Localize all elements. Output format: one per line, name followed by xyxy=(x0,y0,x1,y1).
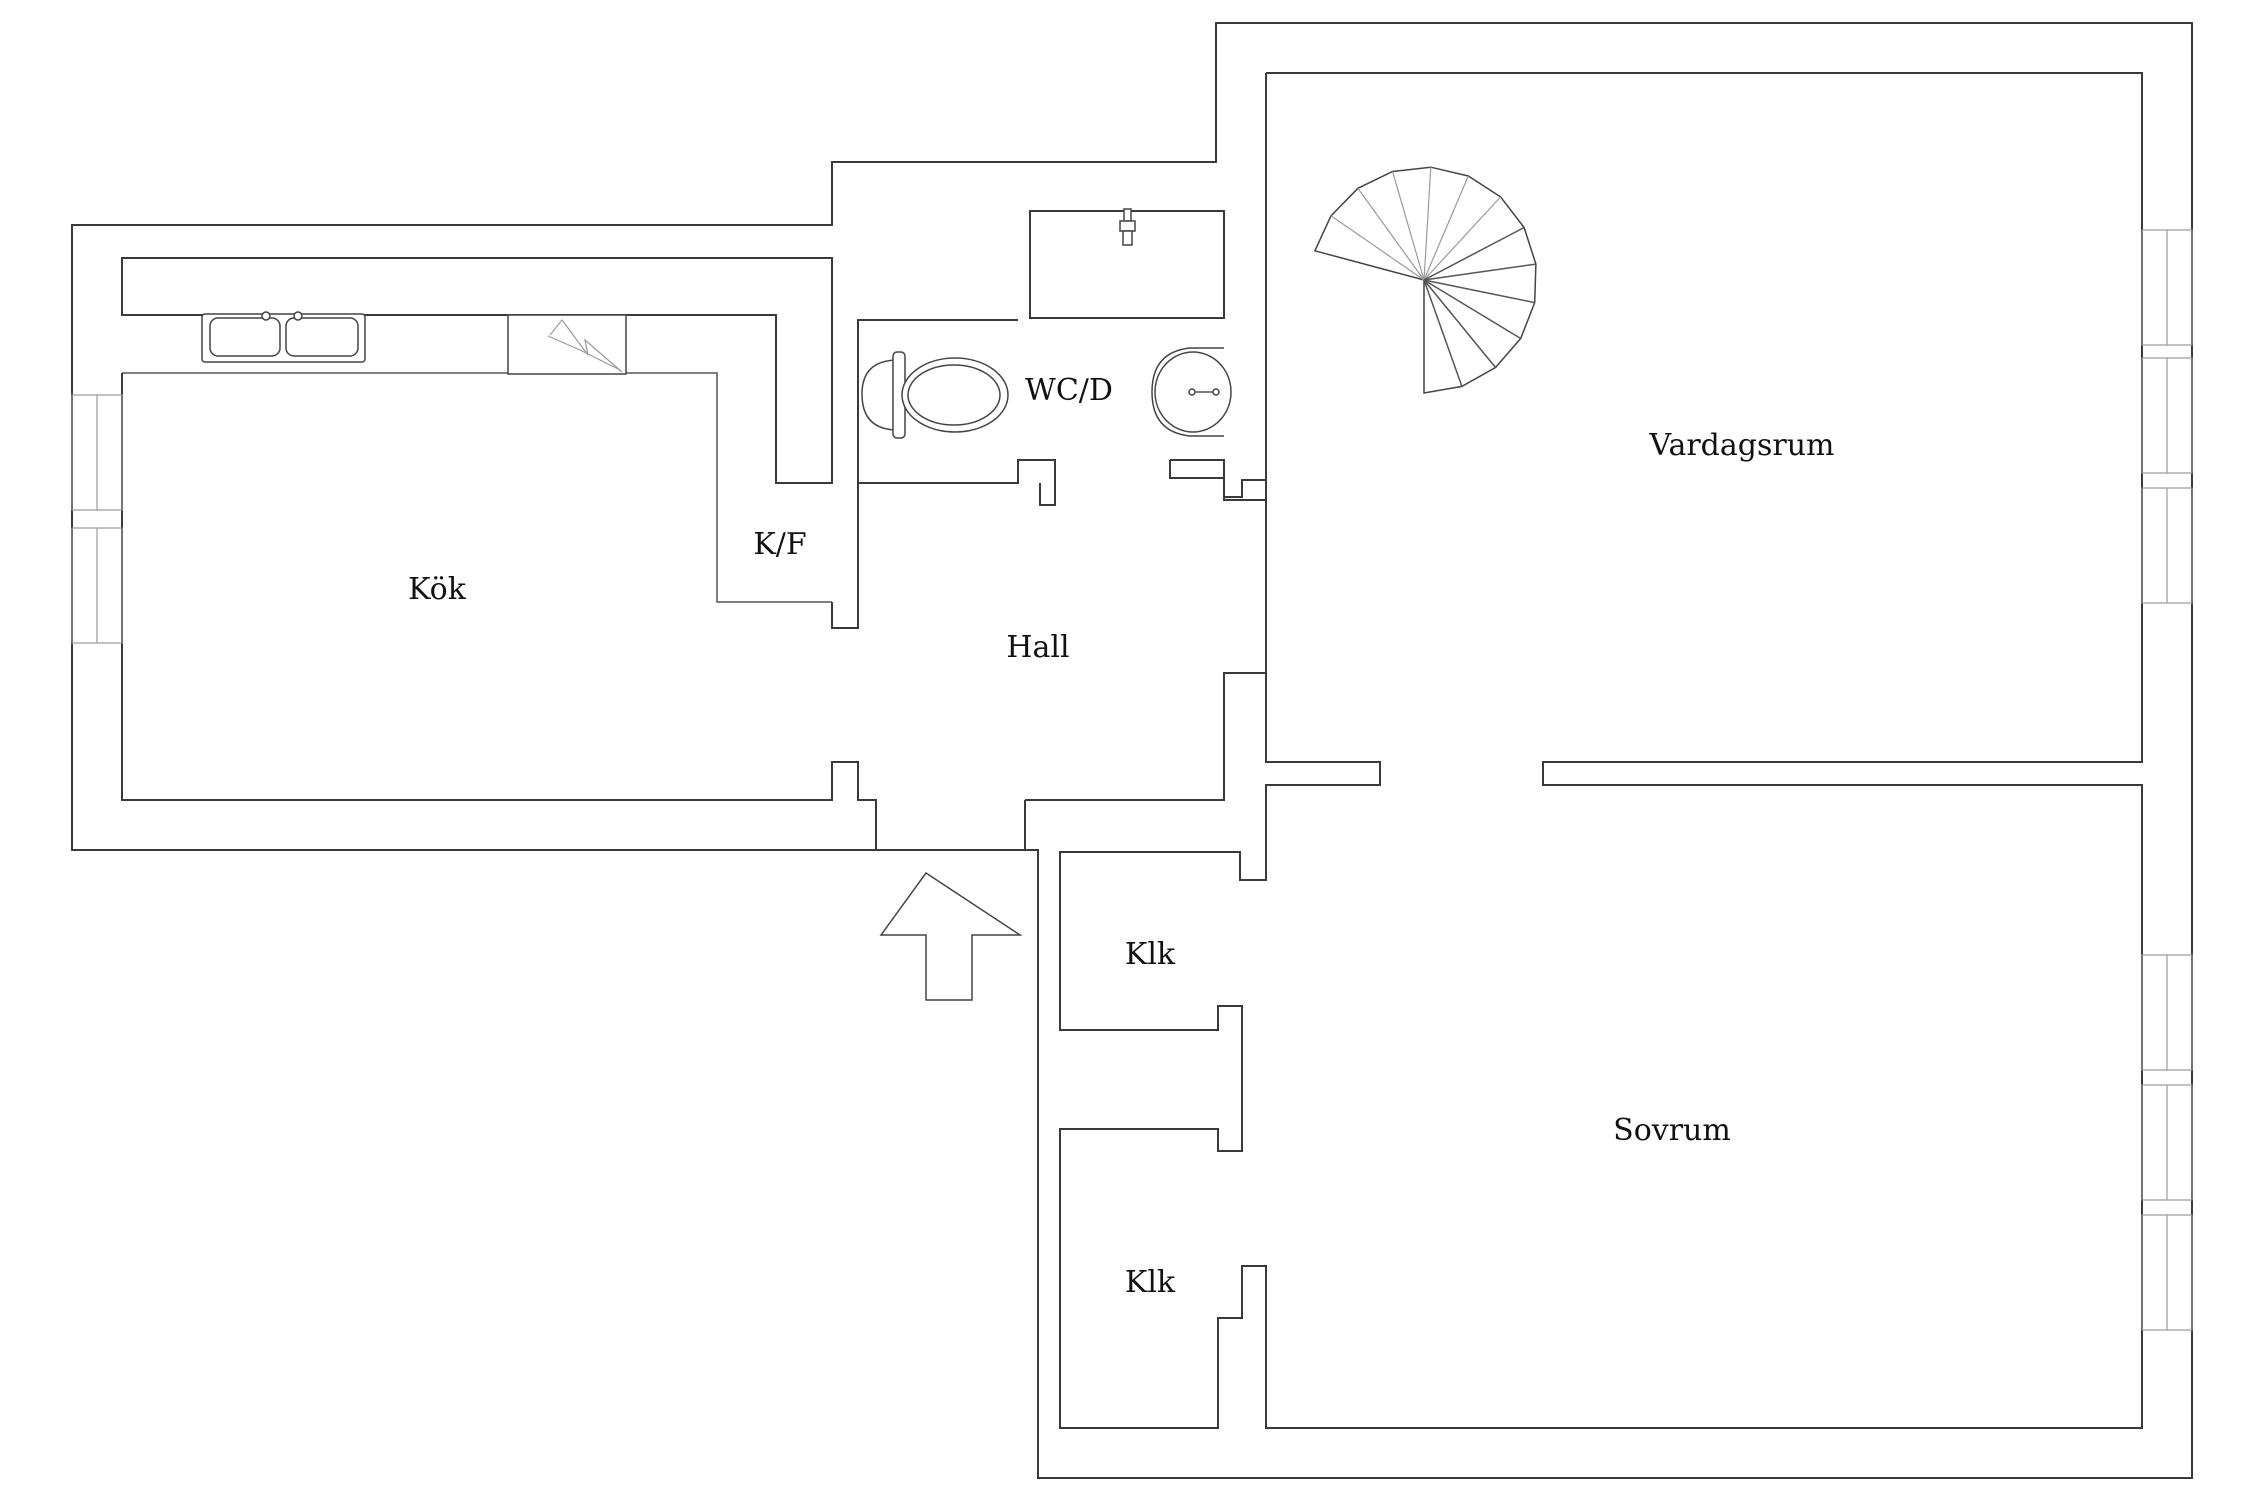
stair-tread xyxy=(1423,279,1463,387)
room-label-kf: K/F xyxy=(753,527,806,562)
room-label-sovrum: Sovrum xyxy=(1613,1113,1731,1148)
window-icon xyxy=(71,527,123,644)
stair-tread xyxy=(1423,175,1469,281)
window-icon xyxy=(2141,1214,2193,1331)
window-icon xyxy=(71,394,123,511)
window-icon xyxy=(2141,487,2193,604)
window-icon xyxy=(2141,1084,2193,1201)
shower-tap-icon xyxy=(1119,208,1136,246)
stove-icon xyxy=(507,314,627,375)
room-label-kok: Kök xyxy=(408,572,467,607)
stair-tread xyxy=(1423,226,1525,281)
window-icon xyxy=(2141,357,2193,474)
entrance-arrow-icon xyxy=(879,871,1023,1001)
window-icon xyxy=(2141,954,2193,1071)
stair-tread xyxy=(1423,279,1497,368)
stair-tread xyxy=(1423,263,1537,281)
washbasin-icon xyxy=(1151,347,1232,437)
outer-walls xyxy=(71,22,2193,1479)
room-label-klk-1: Klk xyxy=(1125,937,1176,972)
room-label-klk-2: Klk xyxy=(1125,1265,1176,1300)
room-label-wcd: WC/D xyxy=(1025,373,1113,408)
double-kitchen-sink-icon xyxy=(201,311,366,363)
room-label-vardagsrum: Vardagsrum xyxy=(1649,428,1835,463)
stair-tread xyxy=(1423,279,1522,340)
spiral-staircase-icon xyxy=(1313,166,1537,394)
stair-tread xyxy=(1423,279,1535,304)
room-label-hall: Hall xyxy=(1006,630,1069,665)
stair-tread xyxy=(1330,215,1425,281)
stair-tread xyxy=(1392,171,1425,281)
window-icon xyxy=(2141,229,2193,346)
stair-tread xyxy=(1423,167,1432,281)
toilet-icon xyxy=(861,351,1009,439)
wc-walls xyxy=(857,73,1267,506)
kitchen-walls xyxy=(121,257,1267,850)
stair-tread xyxy=(1423,196,1502,281)
stair-tread xyxy=(1357,187,1425,281)
hall-walls xyxy=(1024,672,1544,881)
